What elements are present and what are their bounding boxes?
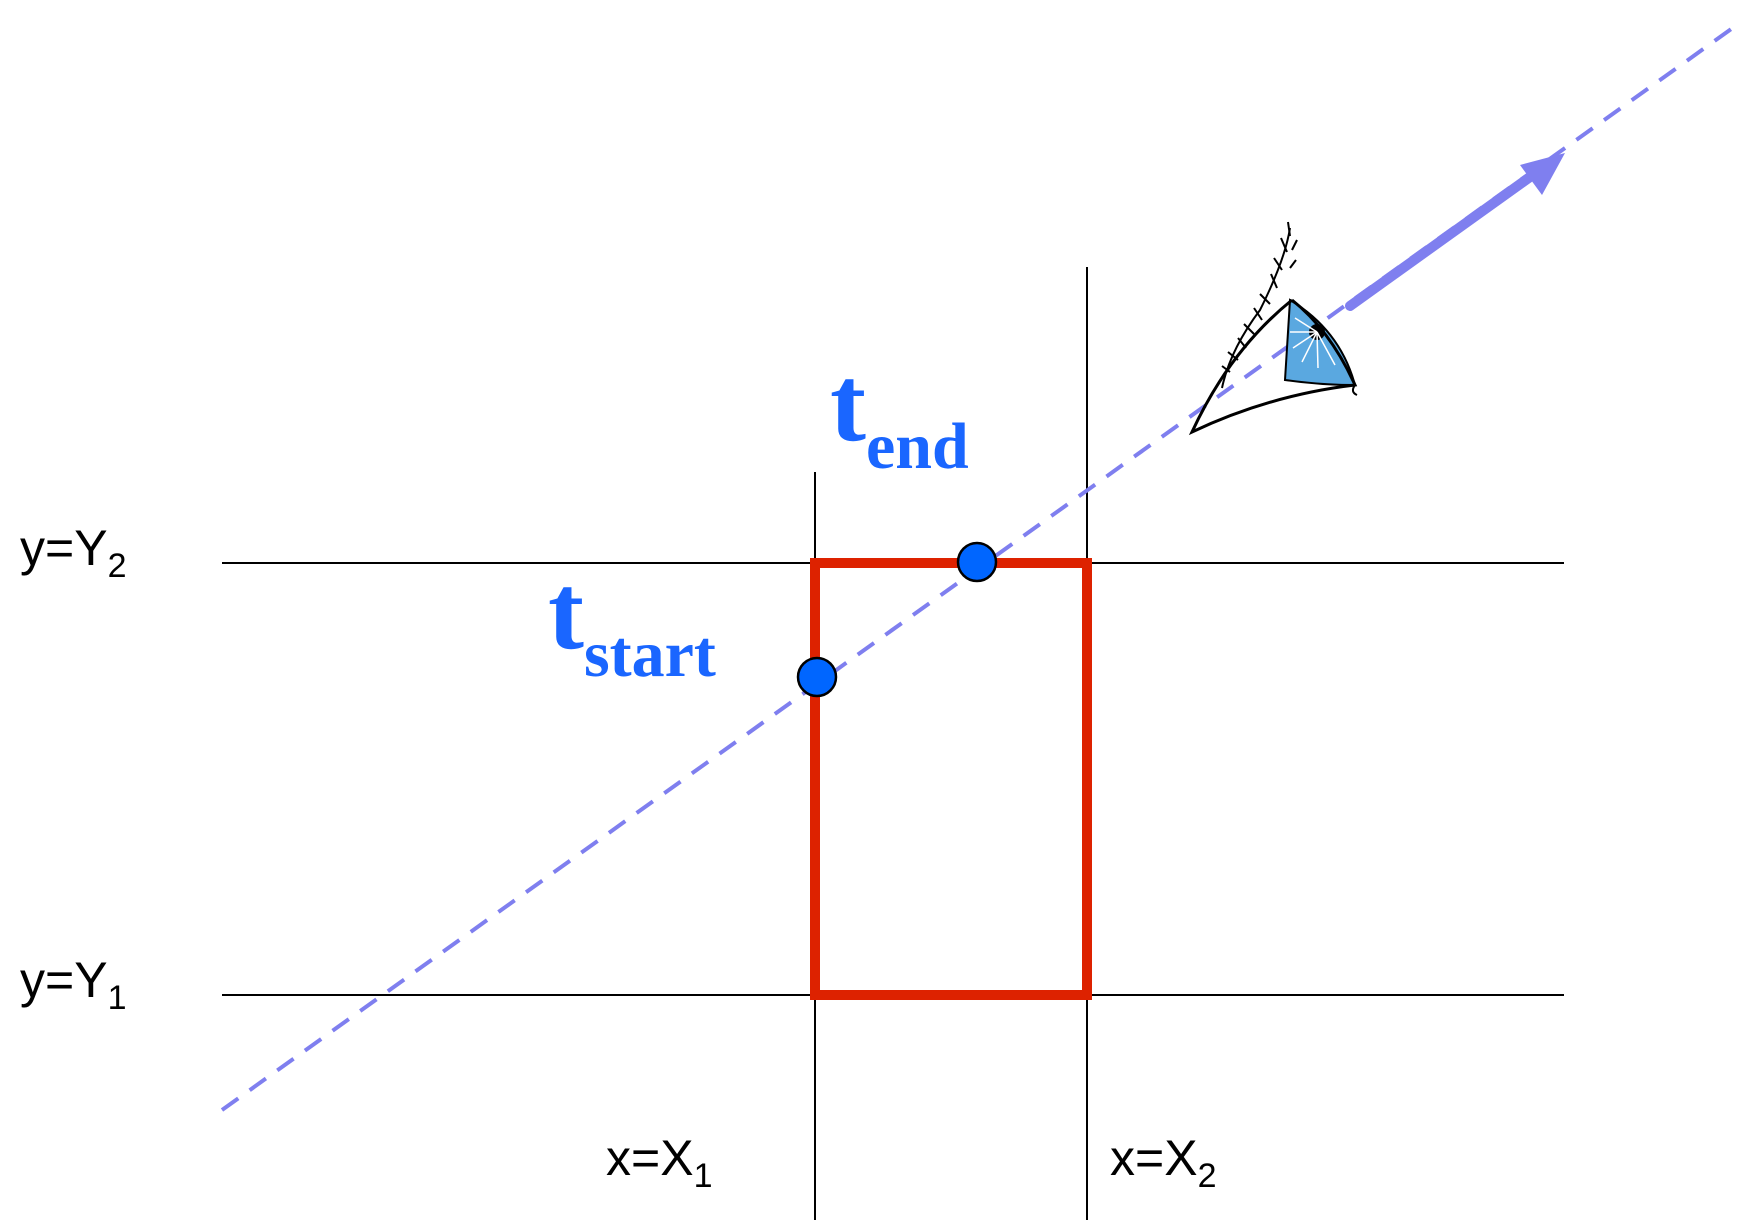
- t-start-point: [796, 656, 838, 698]
- label-x1: x=X1: [606, 1130, 712, 1195]
- label-y1: y=Y1: [20, 952, 126, 1017]
- t-end-point: [956, 541, 998, 583]
- arrow-icon: [1345, 153, 1565, 311]
- bounding-box: [810, 558, 1092, 1000]
- label-x2: x=X2: [1110, 1130, 1216, 1195]
- label-t-end: tend: [830, 345, 969, 483]
- eye-icon: [1188, 221, 1358, 436]
- label-y2: y=Y2: [20, 520, 126, 585]
- label-t-start: tstart: [548, 553, 716, 691]
